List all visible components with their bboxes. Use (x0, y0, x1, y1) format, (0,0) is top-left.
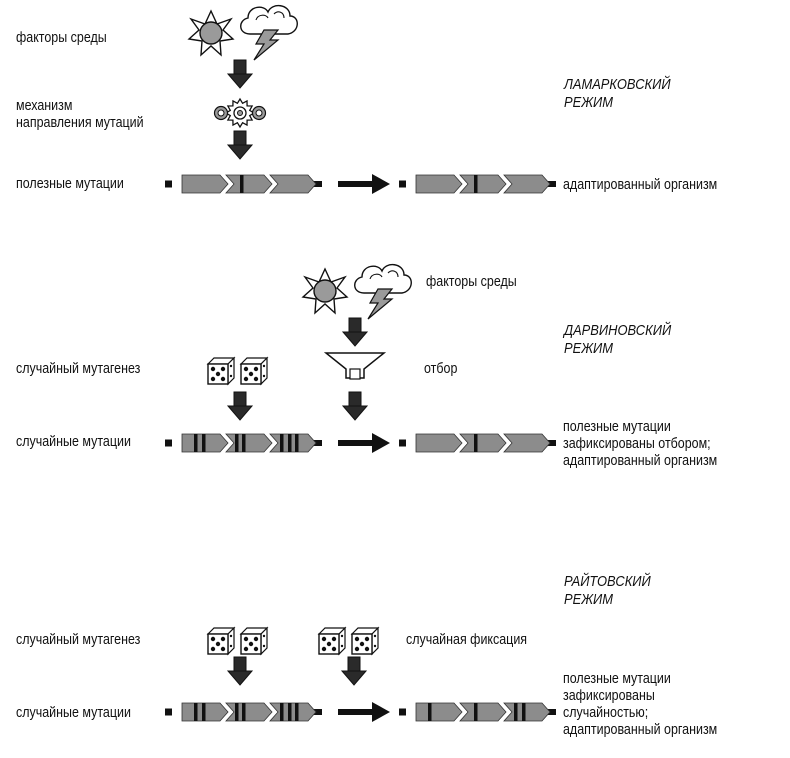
down-arrow-icon (342, 317, 368, 347)
wright-out-mark-3 (522, 703, 526, 721)
lamarck-mechanism-label: механизм направления мутаций (16, 98, 144, 131)
darwin-big-arrow-icon (338, 433, 390, 453)
wright-out-mark-2 (514, 703, 518, 721)
lamarck-big-arrow-icon (338, 174, 390, 194)
lamarck-out-mark-0 (474, 175, 478, 193)
die-icon (240, 627, 268, 655)
wright-in-mark-2 (235, 703, 239, 721)
wright-mutagenesis-label: случайный мутагенез (16, 632, 141, 648)
wright-in-mark-6 (295, 703, 299, 721)
down-arrow-icon (227, 391, 253, 421)
wright-in-mark-0 (194, 703, 198, 721)
darwin-env-label: факторы среды (426, 274, 517, 290)
down-arrow-icon (227, 59, 253, 89)
lamarck-output-label: адаптированный организм (563, 177, 718, 193)
die-icon (351, 627, 379, 655)
darwin-in-mark-2 (235, 434, 239, 452)
darwin-out-mark-0 (474, 434, 478, 452)
wright-chromosome-out (415, 702, 557, 722)
wheel-hub-icon-0 (217, 109, 225, 117)
darwin-in-mark-3 (242, 434, 246, 452)
darwin-in-mark-6 (295, 434, 299, 452)
sun-icon (302, 268, 348, 314)
wright-big-arrow-icon (338, 702, 390, 722)
wright-chromosome-out-start-square (399, 708, 406, 716)
wheel-hub-icon-1 (255, 109, 263, 117)
darwin-in-mark-0 (194, 434, 198, 452)
lamarck-input-label: полезные мутации (16, 176, 124, 192)
lamarck-in-mark-0 (240, 175, 244, 193)
wright-out-mark-0 (428, 703, 432, 721)
darwin-selection-label: отбор (424, 361, 458, 377)
darwin-chromosome-out-start-square (399, 439, 406, 447)
darwin-in-mark-5 (288, 434, 292, 452)
wright-out-mark-1 (474, 703, 478, 721)
wright-in-mark-5 (288, 703, 292, 721)
wright-chromosome-in-start-square (165, 708, 172, 716)
lamarck-chromosome-out-start-square (399, 180, 406, 188)
wright-in-mark-3 (242, 703, 246, 721)
darwin-in-mark-4 (280, 434, 284, 452)
darwin-mode-title: ДАРВИНОВСКИЙ РЕЖИМ (564, 322, 672, 357)
wright-in-mark-1 (202, 703, 206, 721)
lamarck-env-label: факторы среды (16, 30, 107, 46)
wright-input-label: случайные мутации (16, 705, 131, 721)
darwin-output-label: полезные мутации зафиксированы отбором; … (563, 419, 718, 469)
die-icon (318, 627, 346, 655)
storm-cloud-icon (240, 4, 298, 61)
storm-cloud-icon (354, 263, 412, 320)
filter-funnel-icon (323, 352, 387, 379)
darwin-chromosome-in-start-square (165, 439, 172, 447)
wright-in-mark-4 (280, 703, 284, 721)
darwin-chromosome-out (415, 433, 557, 453)
die-icon (240, 357, 268, 385)
wright-fixation-label: случайная фиксация (406, 632, 528, 648)
gear-center-icon (237, 110, 243, 116)
darwin-input-label: случайные мутации (16, 434, 131, 450)
darwin-in-mark-1 (202, 434, 206, 452)
lamarck-chromosome-out (415, 174, 557, 194)
die-icon (207, 627, 235, 655)
down-arrow-icon (227, 130, 253, 160)
lamarck-chromosome-in (181, 174, 323, 194)
die-icon (207, 357, 235, 385)
sun-icon (188, 10, 234, 56)
down-arrow-icon (342, 391, 368, 421)
down-arrow-icon (227, 656, 253, 686)
lamarck-chromosome-in-start-square (165, 180, 172, 188)
filter-neck-icon (349, 368, 361, 380)
darwin-mutagenesis-label: случайный мутагенез (16, 361, 141, 377)
wright-mode-title: РАЙТОВСКИЙ РЕЖИМ (564, 573, 651, 608)
wright-output-label: полезные мутации зафиксированы случайнос… (563, 671, 718, 738)
down-arrow-icon (341, 656, 367, 686)
lamarck-mode-title: ЛАМАРКОВСКИЙ РЕЖИМ (564, 76, 671, 111)
